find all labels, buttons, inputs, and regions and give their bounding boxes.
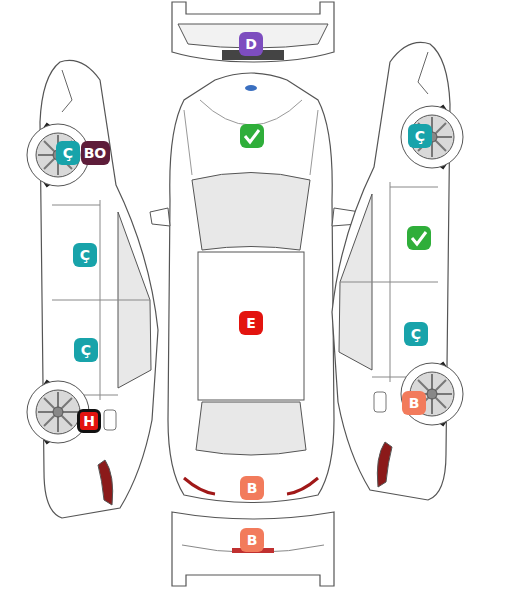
badge-text: D	[245, 37, 257, 51]
badge-text: Ç	[411, 327, 421, 341]
badge-text: E	[246, 316, 256, 330]
badge-text: Ç	[80, 248, 90, 262]
damage-badge: Ç	[74, 338, 98, 362]
badge-text: B	[409, 396, 420, 410]
badge-text: Ç	[81, 343, 91, 357]
badge-text: H	[83, 414, 95, 428]
damage-badge: B	[240, 528, 264, 552]
badge-text: Ç	[415, 129, 425, 143]
badge-text: BO	[84, 146, 107, 160]
damage-badge: BO	[81, 141, 110, 165]
badge-text: B	[247, 533, 258, 547]
badge-text: B	[247, 481, 258, 495]
damage-badge: Ç	[56, 141, 80, 165]
damage-badge: B	[402, 391, 426, 415]
ok-icon	[407, 226, 431, 250]
badge-text: Ç	[63, 146, 73, 160]
damage-badge: H	[77, 409, 101, 433]
damage-badge: B	[240, 476, 264, 500]
ok-icon	[240, 124, 264, 148]
damage-badge: Ç	[404, 322, 428, 346]
damage-badge: D	[239, 32, 263, 56]
damage-badge: Ç	[408, 124, 432, 148]
damage-badge: Ç	[73, 243, 97, 267]
damage-badge: E	[239, 311, 263, 335]
